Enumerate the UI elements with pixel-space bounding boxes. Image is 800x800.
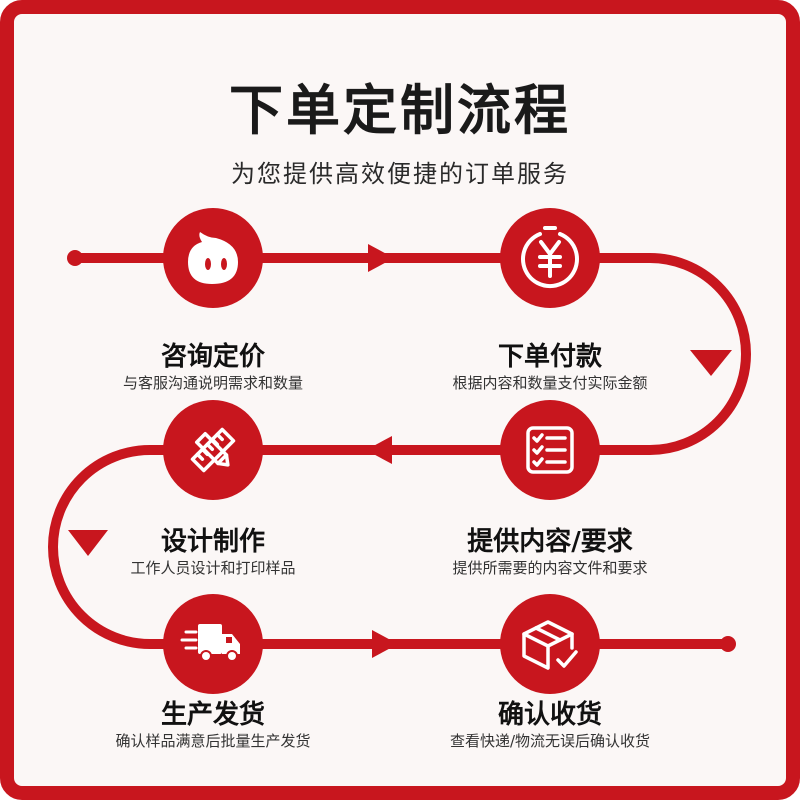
arrow-down-icon (68, 530, 108, 556)
step-desc-content: 提供所需要的内容文件和要求 (452, 559, 648, 577)
pencil-ruler-icon (190, 427, 236, 473)
package-box-icon (522, 620, 578, 670)
page-title: 下单定制流程 (229, 79, 571, 142)
chat-bubble-icon (188, 232, 238, 284)
arrow-down-icon (690, 350, 732, 376)
step-title-consult: 咨询定价 (160, 342, 265, 372)
step-icon-content (500, 400, 600, 500)
step-title-receive: 确认收货 (497, 700, 602, 730)
step-icon-receive (500, 594, 600, 694)
step-title-content: 提供内容/要求 (467, 527, 633, 557)
step-desc-pay: 根据内容和数量支付实际金额 (452, 374, 648, 392)
step-desc-design: 工作人员设计和打印样品 (130, 559, 296, 577)
step-desc-receive: 查看快递/物流无误后确认收货 (449, 732, 651, 750)
arrow-right-icon (368, 244, 394, 272)
step-icon-pay (500, 208, 600, 308)
step-icon-production (163, 594, 263, 694)
flow-end-dot (720, 636, 736, 652)
flow-line (48, 253, 751, 649)
arrow-right-icon (372, 630, 398, 658)
step-desc-production: 确认样品满意后批量生产发货 (115, 732, 311, 750)
step-icon-consult (163, 208, 263, 308)
checklist-icon (526, 426, 574, 474)
step-icon-design (163, 400, 263, 500)
arrow-left-icon (366, 436, 392, 464)
page-subtitle: 为您提供高效便捷的订单服务 (231, 160, 569, 188)
delivery-truck-icon (180, 624, 240, 662)
step-desc-consult: 与客服沟通说明需求和数量 (122, 374, 303, 392)
yuan-coin-icon (521, 226, 579, 288)
step-title-pay: 下单付款 (497, 342, 602, 372)
flow-start-dot (67, 250, 83, 266)
step-title-production: 生产发货 (160, 700, 265, 730)
step-title-design: 设计制作 (160, 527, 265, 557)
